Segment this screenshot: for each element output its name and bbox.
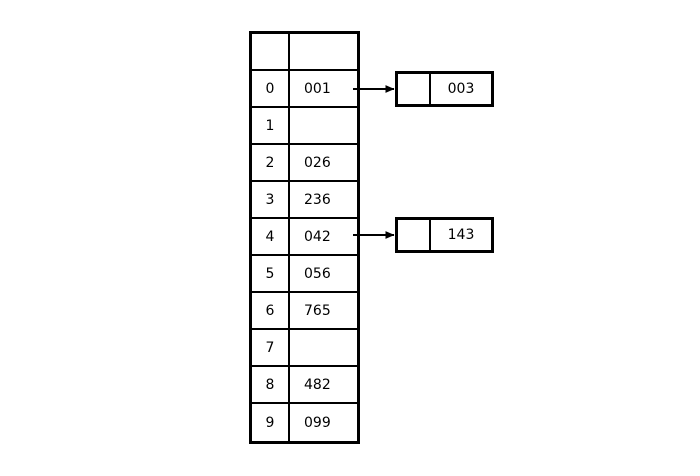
slot-value xyxy=(290,330,357,365)
table-row[interactable]: 7 xyxy=(252,330,357,367)
header-index-cell xyxy=(252,34,290,69)
chain-node-value-cell: 003 xyxy=(447,81,475,97)
slot-index: 8 xyxy=(252,367,290,402)
table-row-header xyxy=(252,34,357,71)
slot-value: 026 xyxy=(304,154,331,171)
slot-index: 1 xyxy=(252,108,290,143)
table-row[interactable]: 1 xyxy=(252,108,357,145)
slot-index: 6 xyxy=(252,293,290,328)
chain-node-pointer-cell xyxy=(398,220,431,250)
chain-node[interactable]: 003 xyxy=(395,71,494,107)
table-row[interactable]: 2 026 xyxy=(252,145,357,182)
table-row[interactable]: 5 056 xyxy=(252,256,357,293)
slot-index: 2 xyxy=(252,145,290,180)
slot-index: 0 xyxy=(252,71,290,106)
table-row[interactable]: 4 042 xyxy=(252,219,357,256)
slot-value: 099 xyxy=(304,414,331,431)
chain-node-pointer-cell xyxy=(398,74,431,104)
slot-value: 042 xyxy=(304,228,331,245)
table-row[interactable]: 9 099 xyxy=(252,404,357,441)
slot-value: 001 xyxy=(304,80,331,97)
table-row[interactable]: 8 482 xyxy=(252,367,357,404)
slot-index: 9 xyxy=(252,404,290,441)
slot-value: 765 xyxy=(304,302,331,319)
table-row[interactable]: 6 765 xyxy=(252,293,357,330)
header-value-cell xyxy=(290,34,357,69)
hash-table: 0 001 1 2 026 3 236 4 042 5 056 6 765 xyxy=(249,31,360,444)
slot-index: 3 xyxy=(252,182,290,217)
slot-value: 482 xyxy=(304,376,331,393)
chain-node[interactable]: 143 xyxy=(395,217,494,253)
slot-value: 236 xyxy=(304,191,331,208)
table-row[interactable]: 0 001 xyxy=(252,71,357,108)
slot-index: 5 xyxy=(252,256,290,291)
chain-node-value-cell: 143 xyxy=(447,227,475,243)
table-row[interactable]: 3 236 xyxy=(252,182,357,219)
slot-value: 056 xyxy=(304,265,331,282)
slot-value xyxy=(290,108,357,143)
slot-index: 4 xyxy=(252,219,290,254)
slot-index: 7 xyxy=(252,330,290,365)
